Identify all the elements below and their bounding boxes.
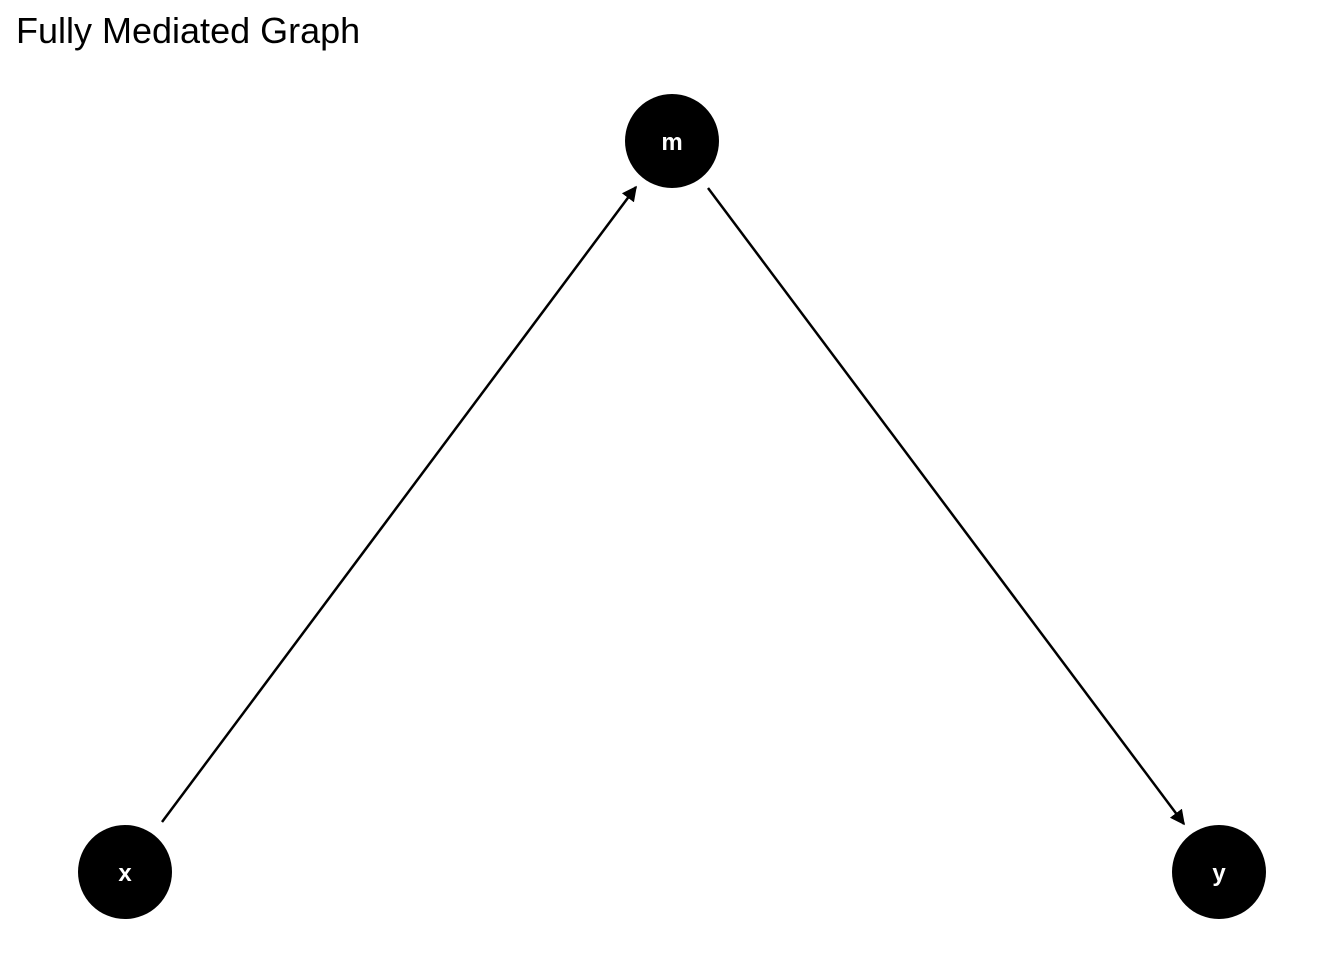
node-x: x [78, 825, 172, 919]
edge-x-m [160, 185, 638, 823]
node-m-label: m [661, 129, 682, 156]
node-y: y [1172, 825, 1266, 919]
node-m: m [625, 94, 719, 188]
edge-m-y [706, 187, 1186, 826]
node-x-label: x [118, 860, 132, 887]
graph-title: Fully Mediated Graph [16, 10, 361, 51]
node-y-label: y [1212, 860, 1226, 887]
